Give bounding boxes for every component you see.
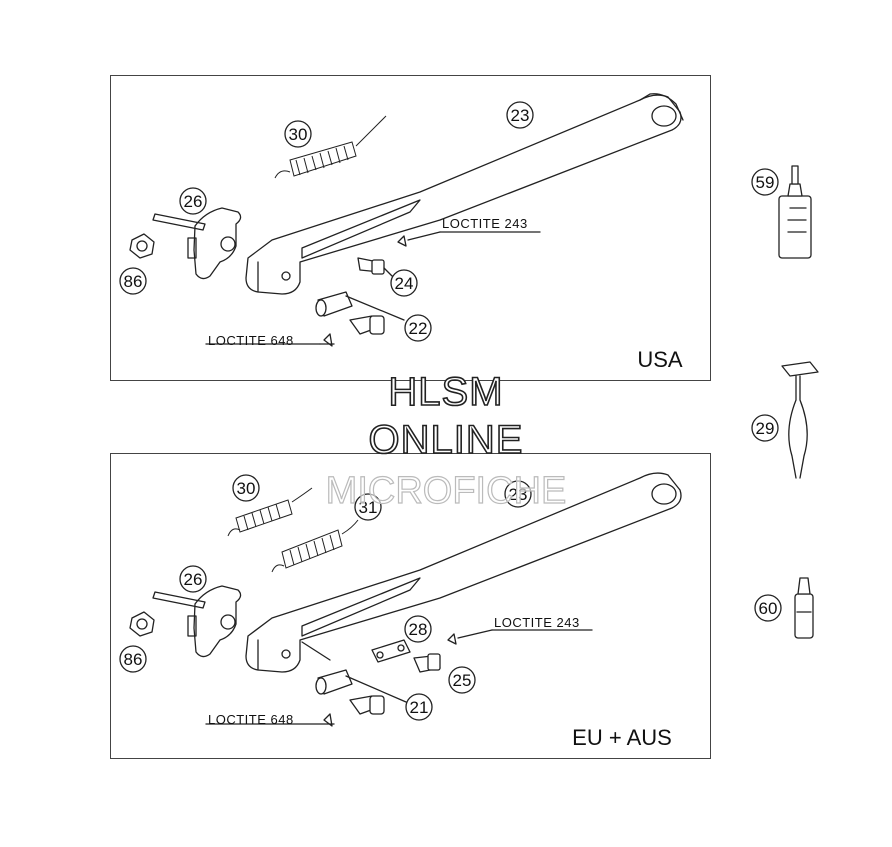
usa-region-label: USA bbox=[637, 347, 683, 372]
callout-31-bottom: 31 bbox=[354, 493, 382, 521]
callout-30-bottom: 30 bbox=[232, 474, 260, 502]
callout-26-bottom: 26 bbox=[179, 565, 207, 593]
svg-text:30: 30 bbox=[289, 125, 308, 144]
loctite-drop-243-top bbox=[397, 235, 407, 247]
loctite-drop-648-top bbox=[323, 333, 333, 347]
callout-29: 29 bbox=[751, 414, 779, 442]
bolt-part bbox=[357, 257, 385, 275]
callout-25-bottom: 25 bbox=[448, 666, 476, 694]
svg-text:30: 30 bbox=[237, 479, 256, 498]
callout-22-top: 22 bbox=[404, 314, 432, 342]
tool-part bbox=[781, 361, 819, 479]
eu-aus-region-label: EU + AUS bbox=[572, 725, 672, 750]
loctite-243-label-top: LOCTITE 243 bbox=[442, 216, 528, 231]
svg-text:21: 21 bbox=[410, 698, 429, 717]
spring-part-31-eu bbox=[271, 519, 359, 573]
svg-text:60: 60 bbox=[759, 599, 778, 618]
callout-30-top: 30 bbox=[284, 120, 312, 148]
spring-part bbox=[274, 115, 387, 179]
svg-text:28: 28 bbox=[409, 620, 428, 639]
svg-text:31: 31 bbox=[359, 498, 378, 517]
svg-text:29: 29 bbox=[756, 419, 775, 438]
loctite-243-label-bottom: LOCTITE 243 bbox=[494, 615, 580, 630]
svg-text:22: 22 bbox=[409, 319, 428, 338]
callout-60: 60 bbox=[754, 594, 782, 622]
svg-text:86: 86 bbox=[124, 272, 143, 291]
callout-86-top: 86 bbox=[119, 267, 147, 295]
loctite-648-label-bottom: LOCTITE 648 bbox=[208, 712, 294, 727]
loctite-bottle-part bbox=[778, 165, 812, 259]
callout-24-top: 24 bbox=[390, 269, 418, 297]
svg-text:24: 24 bbox=[395, 274, 414, 293]
bushing-part bbox=[315, 291, 385, 335]
callout-26-top: 26 bbox=[179, 187, 207, 215]
callout-59: 59 bbox=[751, 168, 779, 196]
loctite-drop-648-bottom bbox=[323, 713, 333, 727]
side-stand-part-eu bbox=[245, 472, 682, 673]
svg-text:26: 26 bbox=[184, 570, 203, 589]
pivot-bracket-part bbox=[152, 207, 242, 280]
bushing-part-eu bbox=[315, 669, 385, 715]
callout-23-bottom: 23 bbox=[504, 480, 532, 508]
svg-text:25: 25 bbox=[453, 671, 472, 690]
svg-text:23: 23 bbox=[511, 106, 530, 125]
svg-text:23: 23 bbox=[509, 485, 528, 504]
nut-part bbox=[129, 233, 155, 259]
side-stand-part bbox=[245, 93, 684, 295]
bolt-part-eu bbox=[413, 653, 441, 673]
loctite-648-label-top: LOCTITE 648 bbox=[208, 333, 294, 348]
plate-part-eu bbox=[371, 639, 411, 663]
callout-86-bottom: 86 bbox=[119, 645, 147, 673]
spring-part-30-eu bbox=[227, 487, 313, 537]
nut-part-eu bbox=[129, 611, 155, 637]
loctite-drop-243-bottom bbox=[447, 633, 457, 645]
pivot-bracket-part-eu bbox=[152, 585, 242, 658]
callout-23-top: 23 bbox=[506, 101, 534, 129]
sealant-tube-part bbox=[794, 577, 814, 639]
svg-text:26: 26 bbox=[184, 192, 203, 211]
callout-28-bottom: 28 bbox=[404, 615, 432, 643]
svg-text:59: 59 bbox=[756, 173, 775, 192]
svg-text:86: 86 bbox=[124, 650, 143, 669]
callout-21-bottom: 21 bbox=[405, 693, 433, 721]
